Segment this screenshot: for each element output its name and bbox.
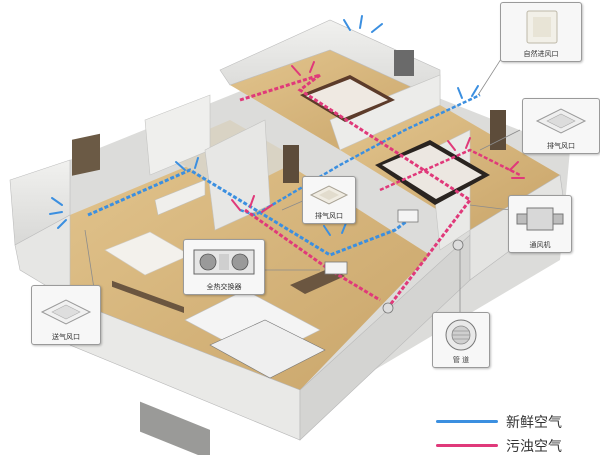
- exhaust-fan-unit: [397, 209, 419, 223]
- tv-cabinet: [290, 268, 345, 294]
- furniture: [104, 75, 490, 379]
- callout-exhaust-vent-living-label: 排气风口: [315, 212, 343, 220]
- callout-exhaust-vent-bedroom-label: 排气风口: [547, 142, 575, 150]
- interior-wall-bedrooms: [329, 74, 441, 151]
- callout-exhaust-fan-label: 通风机: [529, 241, 551, 249]
- fresh-air-swatch: [436, 420, 498, 423]
- fresh-air-bursts: [49, 15, 479, 236]
- exhaust-air-duct-bedroom: [379, 148, 521, 192]
- exhaust-air-label: 污浊空气: [506, 439, 562, 455]
- fresh-air-duct: [87, 168, 416, 257]
- callout-supply-vent-label: 送气风口: [52, 333, 80, 341]
- heat-exchanger-unit: [324, 261, 348, 275]
- callout-exhaust-fan: 通风机: [508, 195, 572, 253]
- callout-wall-cap: 管 道: [432, 312, 490, 368]
- legend-exhaust-air: 污浊空气: [436, 436, 596, 455]
- kitchen-counter: [154, 179, 206, 216]
- callout-supply-vent: 送气风口: [31, 285, 101, 345]
- exhaust-air-duct: [239, 73, 473, 306]
- callout-heat-exchanger-label: 全热交换器: [206, 283, 242, 291]
- wall-cap-icon: [445, 319, 477, 351]
- heat-exchanger-icon: [193, 249, 255, 275]
- ventilation-fan-icon: [516, 207, 564, 231]
- exhaust-air-swatch: [436, 444, 498, 447]
- fresh-air-label: 新鲜空气: [506, 415, 562, 431]
- living-door: [283, 145, 299, 183]
- front-windows: [140, 401, 210, 455]
- callout-natural-inlet-label: 自然进风口: [523, 50, 559, 58]
- top-room-window: [394, 50, 414, 76]
- callout-leaders: [84, 44, 521, 320]
- callout-heat-exchanger: 全热交换器: [183, 239, 265, 295]
- callout-exhaust-vent-bedroom: 排气风口: [522, 98, 600, 154]
- floor-plan: [9, 19, 570, 455]
- bedroom-right-door: [490, 110, 506, 150]
- ventilation-ducts: [49, 15, 525, 314]
- wall-cap-unit-right: [452, 239, 464, 251]
- callout-natural-inlet: 自然进风口: [500, 2, 582, 62]
- supply-vent-icon: [40, 299, 92, 325]
- exhaust-air-bursts: [231, 61, 525, 213]
- callout-exhaust-vent-living: 排气风口: [302, 176, 356, 224]
- legend-fresh-air: 新鲜空气: [436, 412, 596, 431]
- wall-cap-unit: [382, 302, 394, 314]
- ceiling-exhaust-vent-icon: [535, 108, 587, 134]
- rug: [209, 319, 326, 379]
- natural-inlet-vent-icon: [526, 10, 558, 44]
- kitchen-window: [72, 133, 100, 176]
- callout-wall-cap-label: 管 道: [452, 356, 470, 364]
- fresh-air-duct-branch: [239, 93, 481, 217]
- ceiling-exhaust-vent-icon: [309, 185, 349, 205]
- chairs: [112, 280, 184, 313]
